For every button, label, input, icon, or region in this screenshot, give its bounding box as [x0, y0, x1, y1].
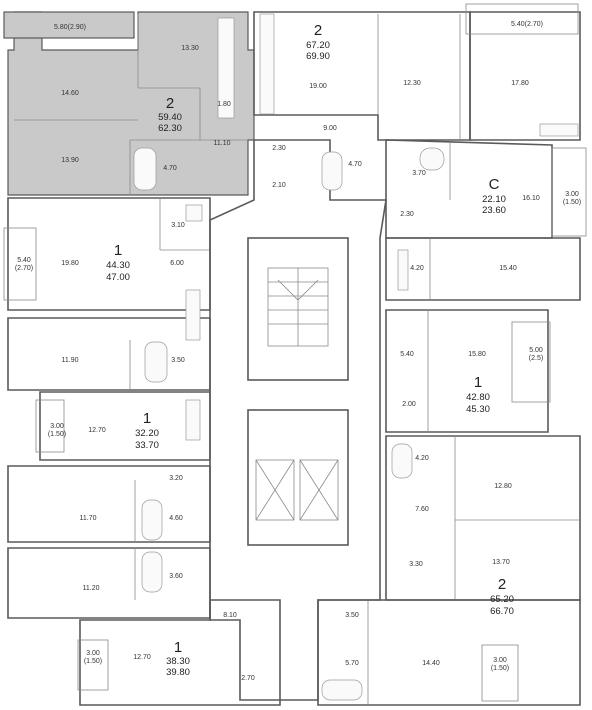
- apartment-a1-area[interactable]: [3, 11, 255, 196]
- room-area-label: 19.80: [61, 260, 79, 267]
- apartment-a2-type: 2: [314, 22, 322, 39]
- room-area-label: 5.80(2.90): [54, 24, 86, 31]
- apartment-a2-living-area: 67.20: [306, 40, 330, 51]
- room-area-label: 3.10: [171, 222, 185, 229]
- apartment-a7-total-area: 66.70: [490, 606, 514, 617]
- room-area-label: 4.20: [415, 455, 429, 462]
- apartment-a5-type: 1: [474, 374, 482, 391]
- apartment-a6-living-area: 32.20: [135, 428, 159, 439]
- room-area-label: 12.80: [494, 483, 512, 490]
- apartment-a1-total-area: 62.30: [158, 123, 182, 134]
- apartment-a7-living-area: 65.20: [490, 594, 514, 605]
- room-area-label: 3.50: [171, 357, 185, 364]
- room-area-label: 3.60: [169, 573, 183, 580]
- room-labels: 5.80(2.90) 13.30 14.60 1.80 11.10 13.90 …: [15, 21, 581, 682]
- apartment-a6-type: 1: [143, 410, 151, 427]
- room-area-label: 5.40: [400, 351, 414, 358]
- room-area-label: 3.00: [565, 191, 579, 198]
- room-area-label: 14.60: [61, 90, 79, 97]
- room-area-label: 4.70: [163, 165, 177, 172]
- room-area-label: 11.20: [83, 585, 100, 592]
- apartment-a8-type: 1: [174, 639, 182, 656]
- building-walls: [3, 3, 587, 706]
- apartment-a5-living-area: 42.80: [466, 392, 490, 403]
- room-area-label: 2.30: [272, 145, 286, 152]
- room-area-label: 2.00: [402, 401, 416, 408]
- room-area-label: 3.50: [345, 612, 359, 619]
- fixtures: [133, 13, 579, 701]
- room-area-label: (2.70): [15, 265, 33, 272]
- room-area-label: (2.5): [529, 355, 543, 362]
- room-area-label: 17.80: [511, 80, 529, 87]
- room-area-label: 5.40(2.70): [511, 21, 543, 28]
- room-area-label: 13.30: [181, 45, 199, 52]
- room-area-label: 14.40: [422, 660, 440, 667]
- apartment-a6-total-area: 33.70: [135, 440, 159, 451]
- room-area-label: 11.90: [62, 357, 79, 364]
- room-area-label: 2.10: [272, 182, 286, 189]
- room-area-label: 13.70: [492, 559, 510, 566]
- apartment-a3-type: С: [489, 176, 500, 193]
- room-area-label: 3.70: [412, 170, 426, 177]
- room-area-label: 3.00: [86, 650, 100, 657]
- room-area-label: 8.10: [223, 612, 237, 619]
- room-area-label: 2.70: [241, 675, 255, 682]
- apartment-a4-type: 1: [114, 242, 122, 259]
- room-area-label: 11.10: [214, 140, 231, 147]
- apartment-a2-total-area: 69.90: [306, 51, 330, 62]
- room-area-label: 4.60: [169, 515, 183, 522]
- apartment-a4-total-area: 47.00: [106, 272, 130, 283]
- room-area-label: 6.00: [170, 260, 184, 267]
- room-area-label: 4.20: [410, 265, 424, 272]
- room-area-label: 9.00: [323, 125, 337, 132]
- room-area-label: 4.70: [348, 161, 362, 168]
- room-area-label: 5.70: [345, 660, 359, 667]
- room-area-label: 5.00: [529, 347, 543, 354]
- room-area-label: 3.00: [493, 657, 507, 664]
- room-area-label: (1.50): [48, 431, 66, 438]
- room-area-label: 13.90: [61, 157, 79, 164]
- room-area-label: 16.10: [522, 195, 540, 202]
- apartment-a8-total-area: 39.80: [166, 667, 190, 678]
- room-area-label: 3.30: [409, 561, 423, 568]
- room-area-label: 15.80: [468, 351, 486, 358]
- room-area-label: 15.40: [499, 265, 517, 272]
- room-area-label: 19.00: [309, 83, 327, 90]
- room-area-label: (1.50): [84, 658, 102, 665]
- apartment-a5-total-area: 45.30: [466, 404, 490, 415]
- room-area-label: (1.50): [563, 199, 581, 206]
- room-area-label: 3.00: [50, 423, 64, 430]
- apartment-a3-total-area: 23.60: [482, 205, 506, 216]
- apartment-a4-living-area: 44.30: [106, 260, 130, 271]
- room-area-label: 12.70: [88, 427, 106, 434]
- room-area-label: 2.30: [400, 211, 414, 218]
- apartment-a1-type: 2: [166, 95, 174, 112]
- room-area-label: 11.70: [80, 515, 97, 522]
- room-area-label: (1.50): [491, 665, 509, 672]
- apartment-a7-type: 2: [498, 576, 506, 593]
- room-area-label: 3.20: [169, 475, 183, 482]
- room-area-label: 12.70: [133, 654, 151, 661]
- apartment-a1-living-area: 59.40: [158, 112, 182, 123]
- room-area-label: 7.60: [415, 506, 429, 513]
- room-area-label: 1.80: [217, 101, 231, 108]
- apartment-a8-living-area: 38.30: [166, 656, 190, 667]
- room-area-label: 12.30: [403, 80, 421, 87]
- apartment-a3-living-area: 22.10: [482, 194, 506, 205]
- room-area-label: 5.40: [17, 257, 31, 264]
